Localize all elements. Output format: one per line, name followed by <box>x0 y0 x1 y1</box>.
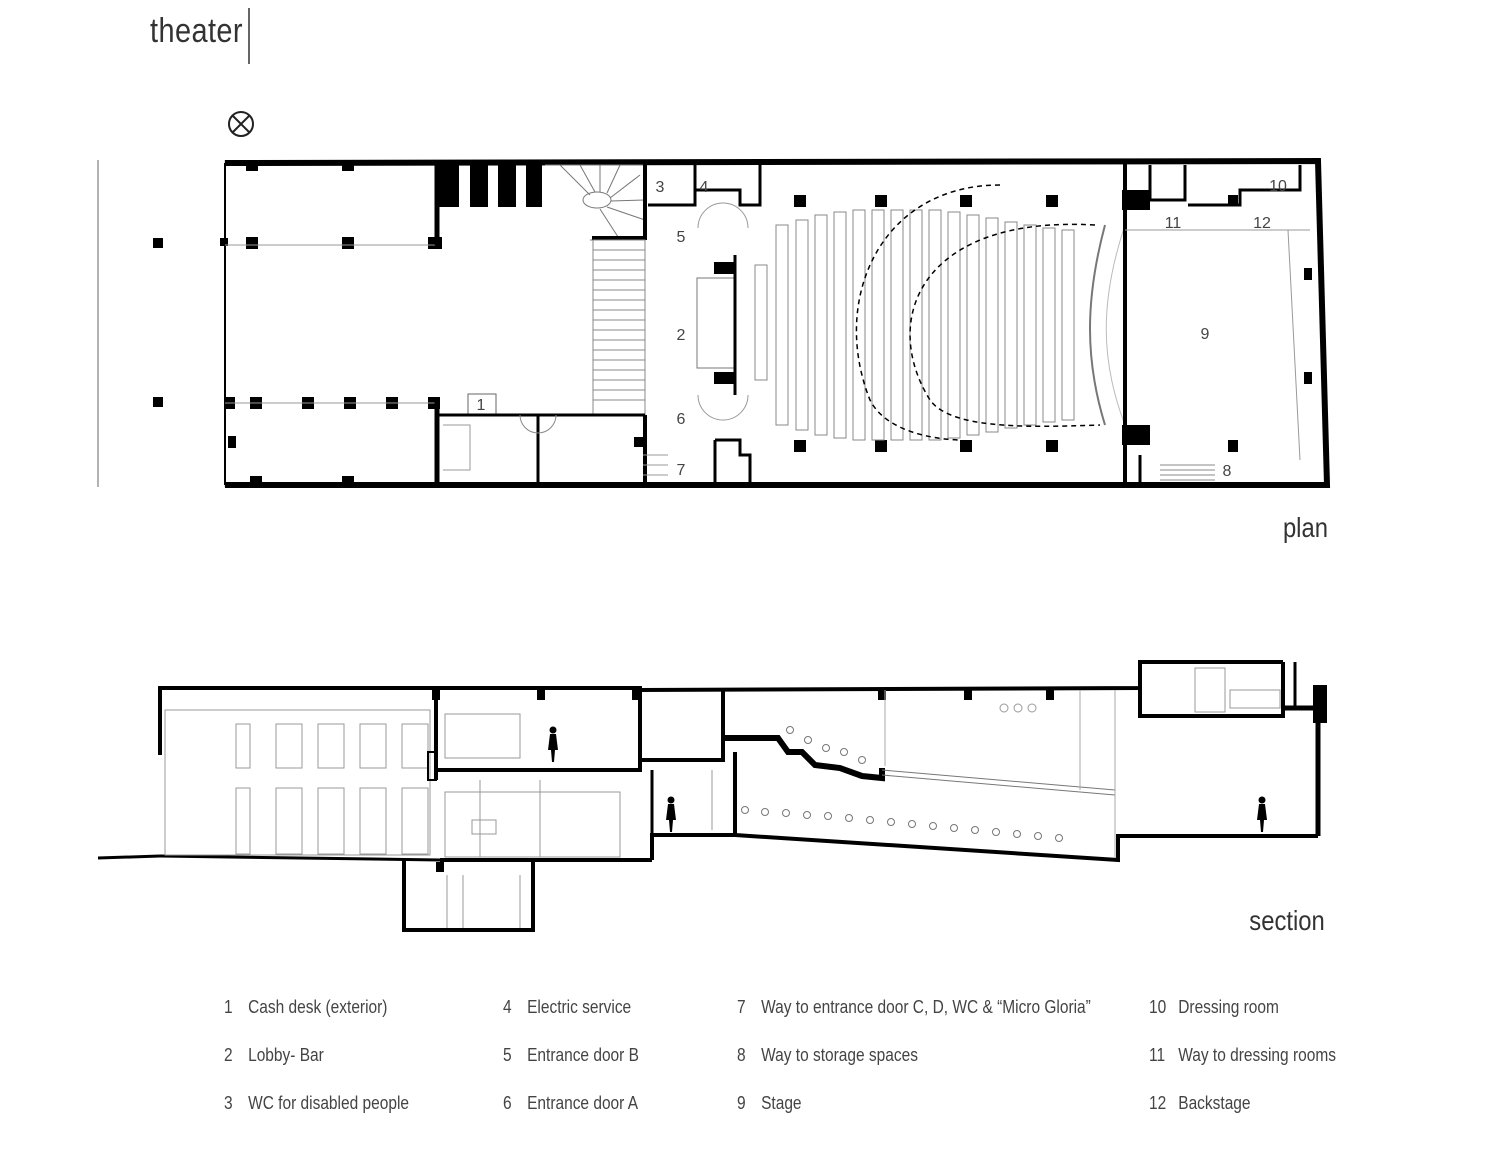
page-title: theater <box>150 12 243 50</box>
plan-room-numbers: 1 2 3 4 5 6 7 8 9 10 11 12 <box>477 178 1287 480</box>
main-stairs <box>592 239 646 416</box>
bar-counter <box>696 255 737 395</box>
auditorium-seating <box>754 209 1075 441</box>
room-number-6: 6 <box>677 411 686 428</box>
spiral-staircase <box>545 164 646 241</box>
plan-caption: plan <box>1283 512 1328 543</box>
room-number-5: 5 <box>677 229 686 246</box>
room-number-1: 1 <box>477 397 486 414</box>
floor-plan: 1 2 3 4 5 6 7 8 9 10 11 12 <box>97 157 1331 488</box>
audience-figures <box>741 726 1063 842</box>
room-number-12: 12 <box>1253 215 1271 232</box>
section-caption: section <box>1249 905 1325 936</box>
room-number-10: 10 <box>1269 178 1287 195</box>
room-number-2: 2 <box>677 327 686 344</box>
room-number-11: 11 <box>1165 215 1182 232</box>
room-number-7: 7 <box>677 462 686 479</box>
cash-desk-room <box>437 393 668 485</box>
room-number-3: 3 <box>656 179 665 196</box>
room-number-4: 4 <box>700 179 709 196</box>
room-number-9: 9 <box>1201 326 1210 343</box>
north-arrow-icon <box>228 111 254 137</box>
title-divider <box>248 8 250 64</box>
building-section <box>97 660 1327 932</box>
room-number-8: 8 <box>1223 463 1232 480</box>
person-figure-icon <box>548 726 1267 832</box>
